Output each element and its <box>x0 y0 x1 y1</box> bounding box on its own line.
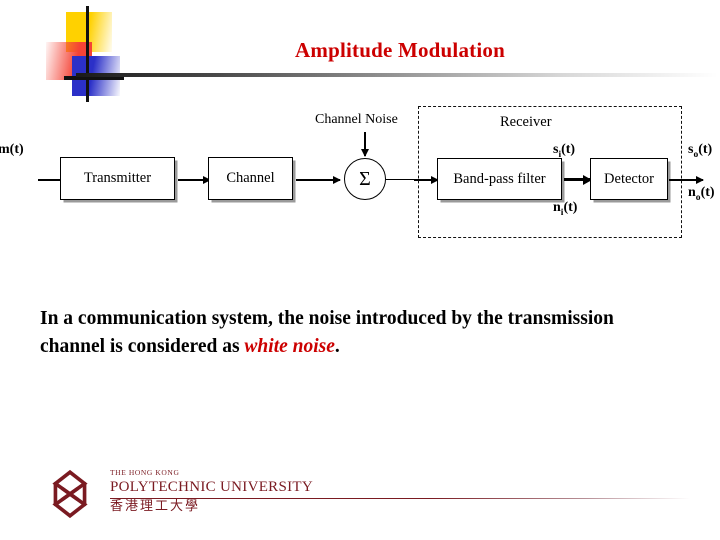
block-summer-label: Σ <box>359 167 371 190</box>
page-title: Amplitude Modulation <box>295 38 505 62</box>
signal-si-base: s <box>553 142 559 157</box>
header-rule <box>76 73 718 77</box>
signal-so-tail: (t) <box>698 142 713 157</box>
signal-so-label: so(t) <box>688 142 712 160</box>
block-detector[interactable]: Detector <box>590 158 668 200</box>
header-decoration <box>46 4 176 109</box>
signal-ni-subscript: i <box>560 207 564 218</box>
channel-noise-label: Channel Noise <box>315 112 398 127</box>
line-summer-to-receiver <box>386 179 436 181</box>
block-channel[interactable]: Channel <box>208 157 293 200</box>
block-bandpass-filter[interactable]: Band-pass filter <box>437 158 562 200</box>
block-transmitter-label: Transmitter <box>83 170 152 186</box>
signal-no-label: no(t) <box>688 185 715 203</box>
footer: THE HONG KONG POLYTECHNIC UNIVERSITY 香港理… <box>38 464 698 526</box>
arrow-input-to-transmitter <box>38 179 68 181</box>
signal-no-tail: (t) <box>700 185 715 200</box>
university-emblem-icon <box>42 468 98 520</box>
signal-so-base: s <box>688 142 694 157</box>
signal-si-tail: (t) <box>561 142 576 157</box>
signal-ni-label: ni(t) <box>553 200 577 218</box>
block-bandpass-filter-label: Band-pass filter <box>453 170 546 187</box>
decor-horizontal-stub <box>64 76 124 80</box>
signal-ni-base: n <box>553 200 561 215</box>
receiver-group-label: Receiver <box>500 114 552 130</box>
block-summer[interactable]: Σ <box>344 158 386 200</box>
block-transmitter[interactable]: Transmitter <box>60 157 175 200</box>
university-line1: THE HONG KONG <box>110 468 180 477</box>
signal-no-subscript: o <box>695 192 701 203</box>
signal-so-subscript: o <box>693 149 699 160</box>
block-detector-label: Detector <box>604 170 654 187</box>
signal-ni-tail: (t) <box>563 200 578 215</box>
input-signal-label: m(t) <box>0 142 24 157</box>
signal-si-subscript: i <box>558 149 562 160</box>
university-wordmark: THE HONG KONG POLYTECHNIC UNIVERSITY 香港理… <box>110 468 313 515</box>
body-text-highlight: white noise <box>244 336 335 357</box>
arrow-bandpass-to-detector <box>564 178 591 181</box>
signal-no-base: n <box>688 185 696 200</box>
footer-rule <box>110 498 690 500</box>
arrow-noise-to-summer <box>364 132 366 156</box>
university-line2: POLYTECHNIC UNIVERSITY <box>110 479 314 495</box>
arrow-into-bandpass <box>414 179 438 181</box>
signal-si-label: si(t) <box>553 142 575 160</box>
receiver-group-box <box>418 106 682 238</box>
body-text-part1: In a communication system, the noise int… <box>40 308 614 357</box>
arrow-channel-to-summer <box>296 179 340 181</box>
block-channel-label: Channel <box>226 170 275 186</box>
arrow-detector-output <box>669 179 703 181</box>
body-paragraph: In a communication system, the noise int… <box>40 305 660 361</box>
block-diagram: m(t) Transmitter Channel Channel Noise Σ… <box>0 100 720 250</box>
body-text-part2: . <box>334 336 340 357</box>
decor-vertical-line <box>86 6 89 102</box>
arrow-transmitter-to-channel <box>178 179 210 181</box>
university-chinese-name: 香港理工大學 <box>110 498 201 513</box>
